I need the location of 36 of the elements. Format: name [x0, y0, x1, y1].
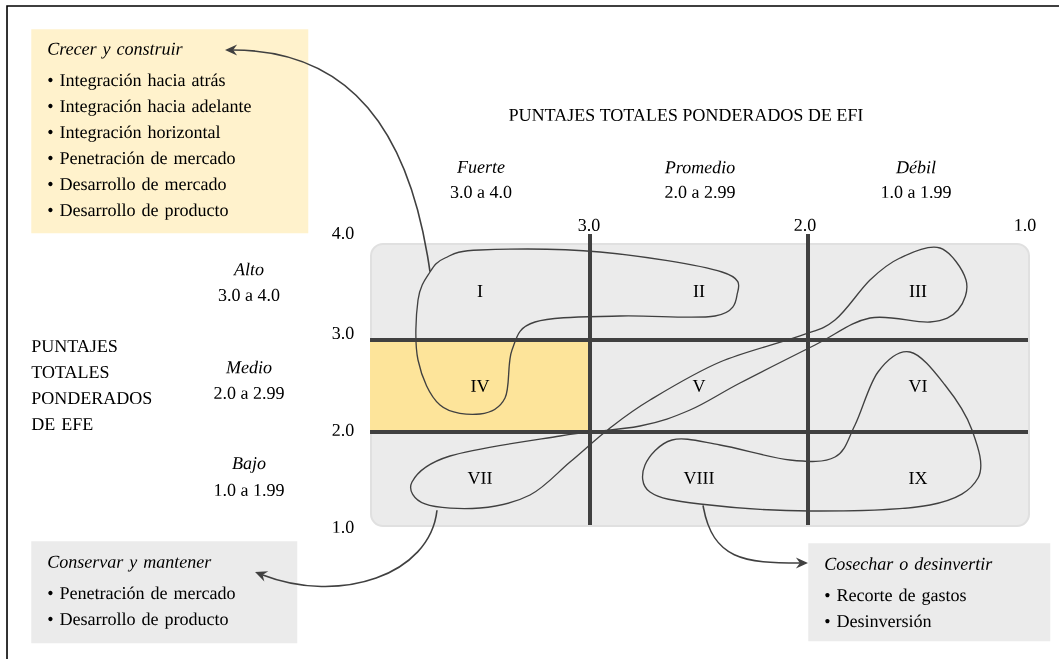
matrix-cell: I	[477, 285, 483, 297]
range-label: 1.0 a 1.99	[215, 483, 284, 497]
range-label: 1.0 a 1.99	[882, 185, 951, 199]
category-label: Medio	[225, 360, 272, 374]
strategy-box: Conservar y mantener • Penetración de mercado • Desarrollo de producto	[31, 541, 298, 644]
category-label: Bajo	[232, 457, 266, 473]
matrix-cell: VI	[908, 379, 927, 392]
matrix-cell: II	[693, 285, 705, 297]
category-label: Promedio	[664, 160, 735, 174]
region-outline	[410, 246, 968, 510]
strategy-box: Crecer y construir • Integración hacia atrás • Integración hacia adelante • Integración horizontal • Penetración de mercado • Desarrollo de mercado • Desarrollo de producto	[31, 29, 309, 234]
category-label: Fuerte	[456, 161, 505, 173]
axis-title: PUNTAJES TOTALES PONDERADOS DE EFE	[31, 340, 152, 430]
range-label: 3.0 a 4.0	[218, 288, 280, 302]
range-label: 2.0 a 2.99	[665, 185, 735, 199]
tick-label: 1.0	[1015, 218, 1036, 232]
tick-label: 3.0	[332, 326, 354, 340]
category-label: Alto	[233, 262, 264, 276]
region-outline	[415, 248, 740, 416]
region-outline	[641, 351, 982, 512]
tick-label: 1.0	[333, 520, 354, 534]
tick-label: 4.0	[332, 226, 354, 240]
tick-label: 2.0	[794, 218, 816, 232]
tick-label: 2.0	[332, 423, 354, 437]
matrix-cell: V	[692, 379, 706, 392]
matrix-cell: VII	[467, 471, 492, 484]
matrix-cell: III	[909, 285, 927, 297]
range-label: 2.0 a 2.99	[214, 386, 284, 400]
range-label: 3.0 a 4.0	[450, 185, 512, 199]
axis-title: PUNTAJES TOTALES PONDERADOS DE EFI	[509, 108, 863, 122]
matrix-cell: IX	[909, 472, 928, 484]
matrix-cell: VIII	[683, 471, 714, 484]
strategy-box: Cosechar o desinvertir • Recorte de gastos • Desinversión	[808, 543, 1051, 642]
matrix-cell: IV	[370, 340, 590, 432]
category-label: Débil	[895, 160, 936, 174]
tick-label: 3.0	[578, 218, 600, 232]
